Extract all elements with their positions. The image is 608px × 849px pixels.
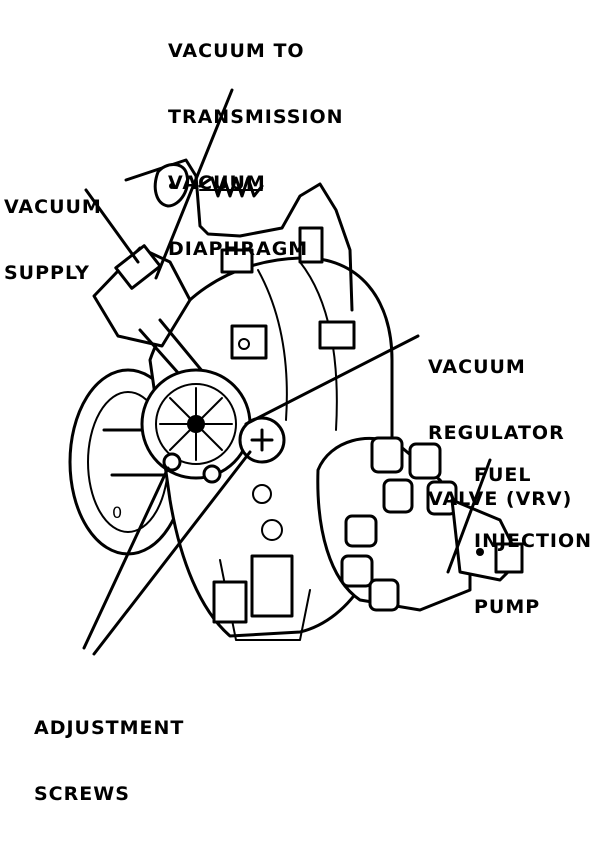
label-line: INJECTION <box>474 530 593 552</box>
label-line: SUPPLY <box>4 262 90 284</box>
label-fuel-injection-pump: FUEL INJECTION PUMP <box>474 420 592 662</box>
label-line: DIAPHRAGM <box>168 238 309 260</box>
vacuum-regulator-valve <box>92 244 286 484</box>
label-line: PUMP <box>474 596 541 618</box>
fuel-injection-pump-illustration: 0 <box>68 88 524 656</box>
label-adjustment-screws: ADJUSTMENT SCREWS <box>34 673 184 849</box>
label-line: FUEL <box>474 464 532 486</box>
leader-adjustment-screw-1 <box>82 466 170 650</box>
leader-vrv <box>244 334 420 426</box>
label-line: VACUUM TO <box>168 40 305 62</box>
diagram-stage: 0 <box>4 0 592 805</box>
governor-linkage <box>124 158 354 312</box>
label-line: SCREWS <box>34 783 130 805</box>
label-line: TRANSMISSION <box>168 106 344 128</box>
label-vacuum-supply: VACUUM SUPPLY <box>4 152 102 328</box>
label-line: VALVE (VRV) <box>428 488 573 510</box>
label-line: VACUUM <box>168 172 266 194</box>
label-line: ADJUSTMENT <box>34 717 185 739</box>
leader-vacuum-to-transmission <box>154 88 234 280</box>
label-line: REGULATOR <box>428 422 565 444</box>
label-line: VACUUM <box>428 356 526 378</box>
leader-adjustment-screw-2 <box>92 450 252 656</box>
leader-vacuum-supply <box>84 188 140 264</box>
label-vacuum-to-transmission: VACUUM TO TRANSMISSION VACUUM DIAPHRAGM <box>168 0 344 304</box>
leader-lines <box>82 88 492 656</box>
svg-text:0: 0 <box>112 503 122 522</box>
leader-fuel-injection-pump <box>446 458 492 574</box>
label-vacuum-regulator-valve: VACUUM REGULATOR VALVE (VRV) <box>428 312 572 554</box>
label-line: VACUUM <box>4 196 102 218</box>
